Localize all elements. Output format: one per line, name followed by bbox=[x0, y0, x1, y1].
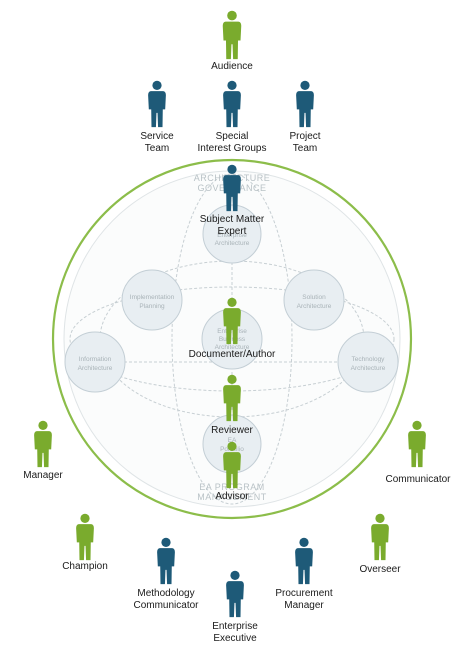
service-team-person-icon bbox=[148, 80, 166, 128]
role-labels: Audience Service Team Special Interest G… bbox=[23, 61, 451, 644]
sme-label-line1: Subject Matter bbox=[200, 214, 265, 225]
procurement-label-line1: Procurement bbox=[275, 588, 332, 599]
champion-person-icon bbox=[76, 513, 94, 561]
domain-top: Enterprise Architecture bbox=[202, 204, 262, 264]
domain-left-upper-line1: Implementation bbox=[130, 294, 175, 301]
advisor-label: Advisor bbox=[215, 491, 249, 502]
overseer-person-icon bbox=[371, 513, 389, 561]
ring-bottom-line2: MANAGEMENT bbox=[197, 492, 267, 502]
domain-left-upper: Implementation Planning bbox=[121, 269, 183, 331]
domain-left: Information Architecture bbox=[64, 331, 126, 393]
champion-label: Champion bbox=[62, 561, 108, 572]
domain-right-upper-line2: Architecture bbox=[297, 303, 332, 310]
overseer-label: Overseer bbox=[359, 564, 401, 575]
domain-right-line1: Technology bbox=[352, 356, 386, 363]
domain-right: Technology Architecture bbox=[337, 331, 399, 393]
audience-person-icon bbox=[222, 10, 242, 60]
domain-top-line2: Architecture bbox=[215, 240, 250, 247]
reviewer-label: Reviewer bbox=[211, 425, 253, 436]
project-team-label-line2: Team bbox=[293, 143, 317, 154]
methodology-label-line1: Methodology bbox=[137, 588, 194, 599]
domain-left-line2: Architecture bbox=[78, 365, 113, 372]
enterprise-exec-label-line1: Enterprise bbox=[212, 621, 258, 632]
project-team-person-icon bbox=[296, 80, 314, 128]
special-interest-label-line2: Interest Groups bbox=[198, 143, 267, 154]
orbit-ellipse-tall bbox=[171, 173, 293, 505]
service-team-label-line2: Team bbox=[145, 143, 169, 154]
domain-left-upper-line2: Planning bbox=[139, 303, 165, 310]
documenter-label: Documenter/Author bbox=[189, 349, 276, 360]
project-team-label-line1: Project bbox=[289, 131, 320, 142]
domain-left-line1: Information bbox=[79, 356, 112, 363]
manager-person-icon bbox=[34, 420, 52, 468]
procurement-person-icon bbox=[295, 537, 313, 585]
special-interest-label-line1: Special bbox=[216, 131, 249, 142]
communicator-person-icon bbox=[408, 420, 426, 468]
special-interest-person-icon bbox=[223, 80, 241, 128]
domain-center-line1: Enterprise bbox=[217, 328, 247, 335]
manager-label: Manager bbox=[23, 470, 63, 481]
sme-label-line2: Expert bbox=[218, 226, 247, 237]
methodology-label-line2: Communicator bbox=[133, 600, 199, 611]
domain-right-line2: Architecture bbox=[351, 365, 386, 372]
enterprise-exec-label-line2: Executive bbox=[213, 633, 257, 644]
ring-bottom-line1: EA PROGRAM bbox=[199, 482, 265, 492]
audience-label: Audience bbox=[211, 61, 253, 72]
communicator-label: Communicator bbox=[385, 474, 451, 485]
service-team-label-line1: Service bbox=[140, 131, 174, 142]
domain-bottom-line1: EA bbox=[228, 437, 237, 444]
enterprise-exec-person-icon bbox=[226, 570, 244, 618]
domain-circles: Enterprise Architecture Implementation P… bbox=[64, 204, 399, 474]
domain-center-line3: Architecture bbox=[215, 344, 250, 351]
methodology-person-icon bbox=[157, 537, 175, 585]
domain-top-line1: Enterprise bbox=[217, 232, 247, 239]
procurement-label-line2: Manager bbox=[284, 600, 324, 611]
domain-right-upper-line1: Solution bbox=[302, 294, 326, 301]
domain-center-line2: Business bbox=[219, 336, 246, 343]
domain-right-upper: Solution Architecture bbox=[283, 269, 345, 331]
